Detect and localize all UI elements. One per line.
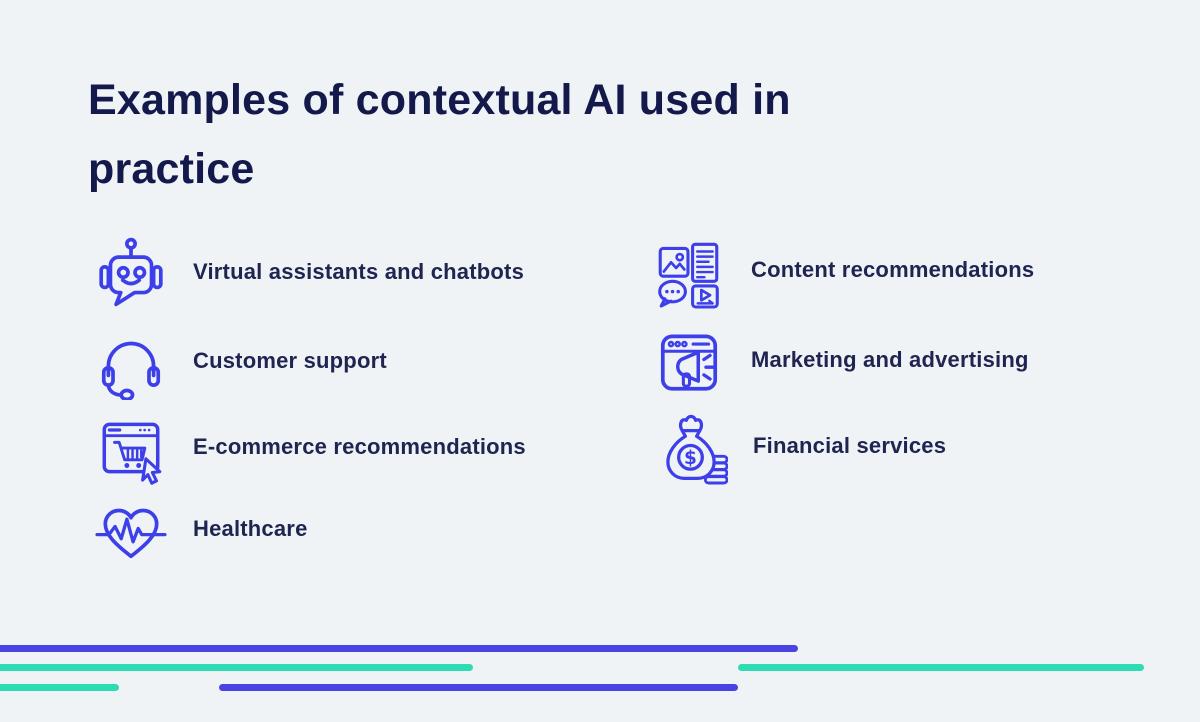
feature-item-virtual-assistants: Virtual assistants and chatbots <box>94 233 524 311</box>
feature-label: Content recommendations <box>751 257 1035 282</box>
money-bag-coins-icon: $ <box>654 407 728 485</box>
dollar-glyph: $ <box>684 448 697 469</box>
headset-icon <box>94 322 168 400</box>
decor-line-teal-middle-left <box>0 664 473 671</box>
page-title-line-1: Examples of contextual AI used in <box>88 76 791 124</box>
feature-label: Marketing and advertising <box>751 347 1029 372</box>
feature-item-marketing: Marketing and advertising <box>652 321 1029 399</box>
feature-label: Customer support <box>193 348 387 373</box>
feature-item-content-recommendations: Content recommendations <box>652 231 1034 309</box>
page-title: Examples of contextual AI used in practi… <box>88 66 948 204</box>
feature-label: Financial services <box>753 433 947 458</box>
heart-pulse-icon <box>94 490 168 568</box>
browser-megaphone-icon <box>652 321 726 399</box>
feature-item-financial-services: $ Financial services <box>654 407 946 485</box>
chatbot-robot-icon <box>94 233 168 311</box>
decor-line-teal-bottom-left <box>0 684 119 691</box>
decor-line-teal-middle-right <box>738 664 1144 671</box>
page-title-line-2: practice <box>88 145 255 193</box>
media-tiles-icon <box>652 231 726 309</box>
feature-label: E-commerce recommendations <box>193 434 526 459</box>
browser-cart-cursor-icon <box>94 408 168 486</box>
feature-item-healthcare: Healthcare <box>94 490 308 568</box>
decor-line-purple-top <box>0 645 798 652</box>
feature-label: Healthcare <box>193 516 308 541</box>
feature-item-customer-support: Customer support <box>94 322 387 400</box>
feature-label: Virtual assistants and chatbots <box>193 259 525 284</box>
feature-item-ecommerce: E-commerce recommendations <box>94 408 526 486</box>
decor-line-purple-bottom <box>219 684 738 691</box>
